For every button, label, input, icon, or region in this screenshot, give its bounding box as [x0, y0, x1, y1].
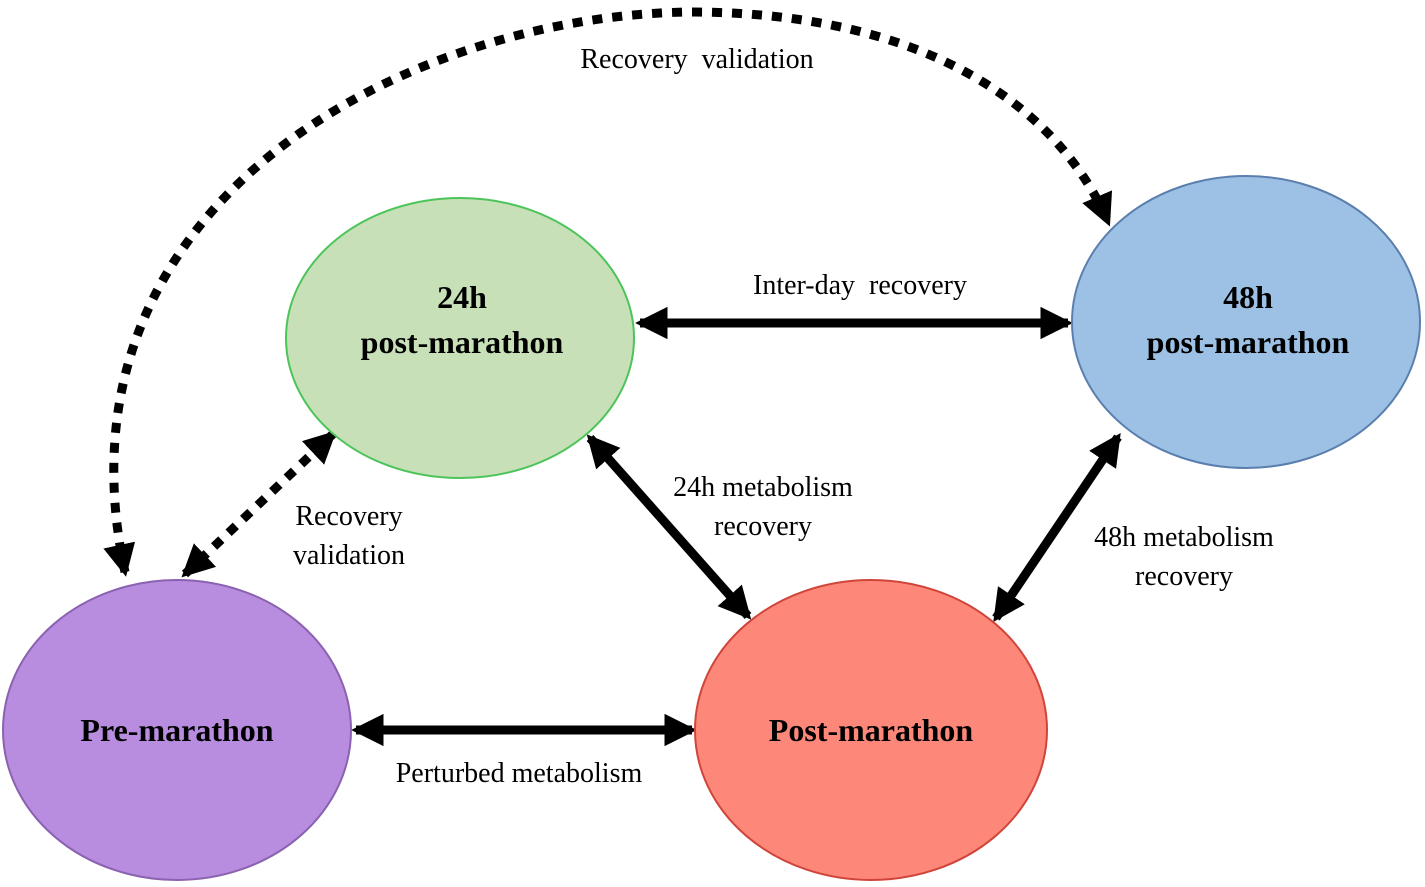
label-left-recovery-validation-line1: Recovery: [295, 501, 402, 532]
node-post-marathon: Post-marathon: [694, 579, 1048, 881]
node-pre-marathon: Pre-marathon: [2, 579, 352, 881]
node-48h-label-line2: post-marathon: [1147, 324, 1350, 360]
node-post-label: Post-marathon: [769, 712, 974, 748]
node-48h-shape: [1071, 175, 1421, 469]
node-24h-shape: [285, 197, 635, 479]
label-top-recovery-validation: Recovery validation: [580, 44, 813, 75]
label-48h-metabolism-line2: recovery: [1135, 561, 1233, 592]
label-48h-metabolism-line1: 48h metabolism: [1094, 522, 1274, 553]
node-24h-label-line2: post-marathon: [361, 324, 564, 360]
node-48h-label-line1: 48h: [1223, 279, 1273, 315]
label-left-recovery-validation-line2: validation: [293, 540, 405, 571]
node-post-shape: [694, 579, 1048, 881]
label-24h-metabolism-line2: recovery: [714, 511, 812, 542]
edge-top-recovery-validation: [103, 7, 1113, 577]
label-perturbed-metabolism: Perturbed metabolism: [396, 758, 643, 789]
node-pre-shape: [2, 579, 352, 881]
label-inter-day-recovery: Inter-day recovery: [753, 270, 967, 301]
edge-48h-metabolism-recovery: [992, 432, 1122, 623]
label-24h-metabolism-line1: 24h metabolism: [673, 472, 853, 503]
node-24h-post-marathon: 24h post-marathon: [285, 197, 635, 479]
node-24h-label-line1: 24h: [437, 279, 487, 315]
edge-left-recovery-validation: [181, 430, 337, 578]
edge-24h-metabolism-recovery: [586, 434, 752, 620]
node-pre-label: Pre-marathon: [80, 712, 273, 748]
node-48h-post-marathon: 48h post-marathon: [1071, 175, 1421, 469]
